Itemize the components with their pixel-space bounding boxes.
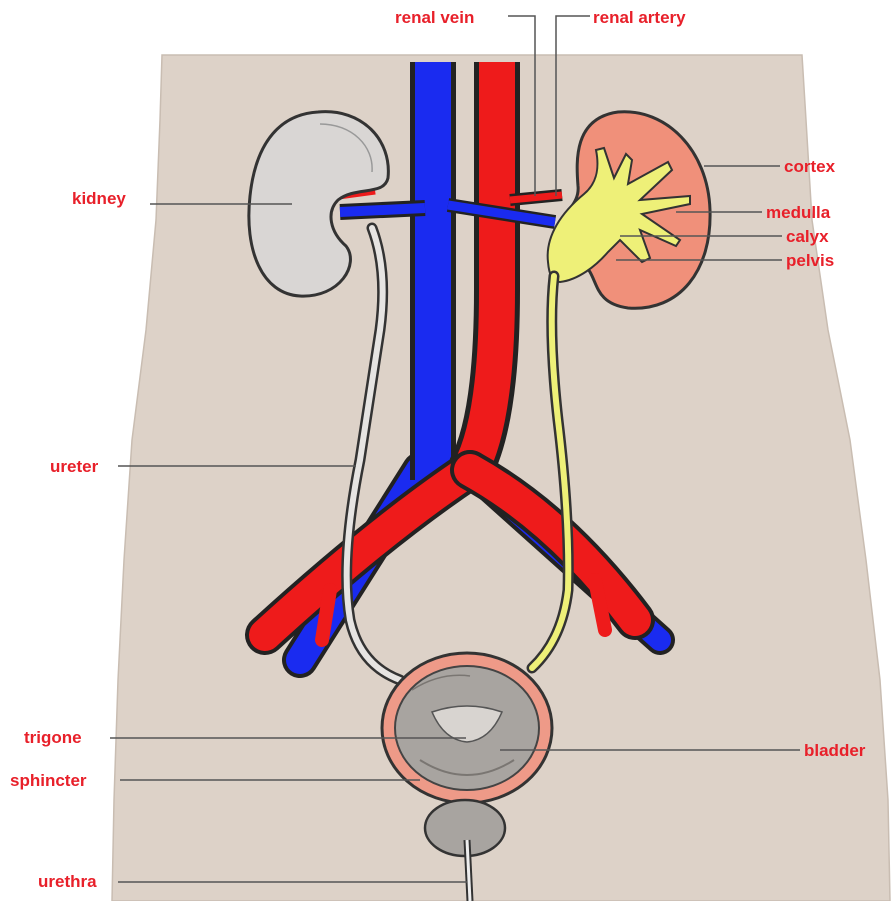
label-trigone: trigone	[24, 728, 82, 747]
label-sphincter: sphincter	[10, 771, 87, 790]
label-calyx: calyx	[786, 227, 829, 246]
right-renal-artery-fill	[510, 195, 562, 200]
right-internal-iliac	[595, 580, 605, 630]
label-bladder: bladder	[804, 741, 866, 760]
label-ureter: ureter	[50, 457, 99, 476]
label-renal-artery: renal artery	[593, 8, 686, 27]
label-medulla: medulla	[766, 203, 831, 222]
left-internal-iliac	[322, 590, 330, 640]
label-urethra: urethra	[38, 872, 97, 891]
label-renal-vein: renal vein	[395, 8, 474, 27]
left-renal-vein-fill	[340, 208, 425, 212]
label-cortex: cortex	[784, 157, 836, 176]
label-pelvis: pelvis	[786, 251, 834, 270]
label-kidney: kidney	[72, 189, 126, 208]
